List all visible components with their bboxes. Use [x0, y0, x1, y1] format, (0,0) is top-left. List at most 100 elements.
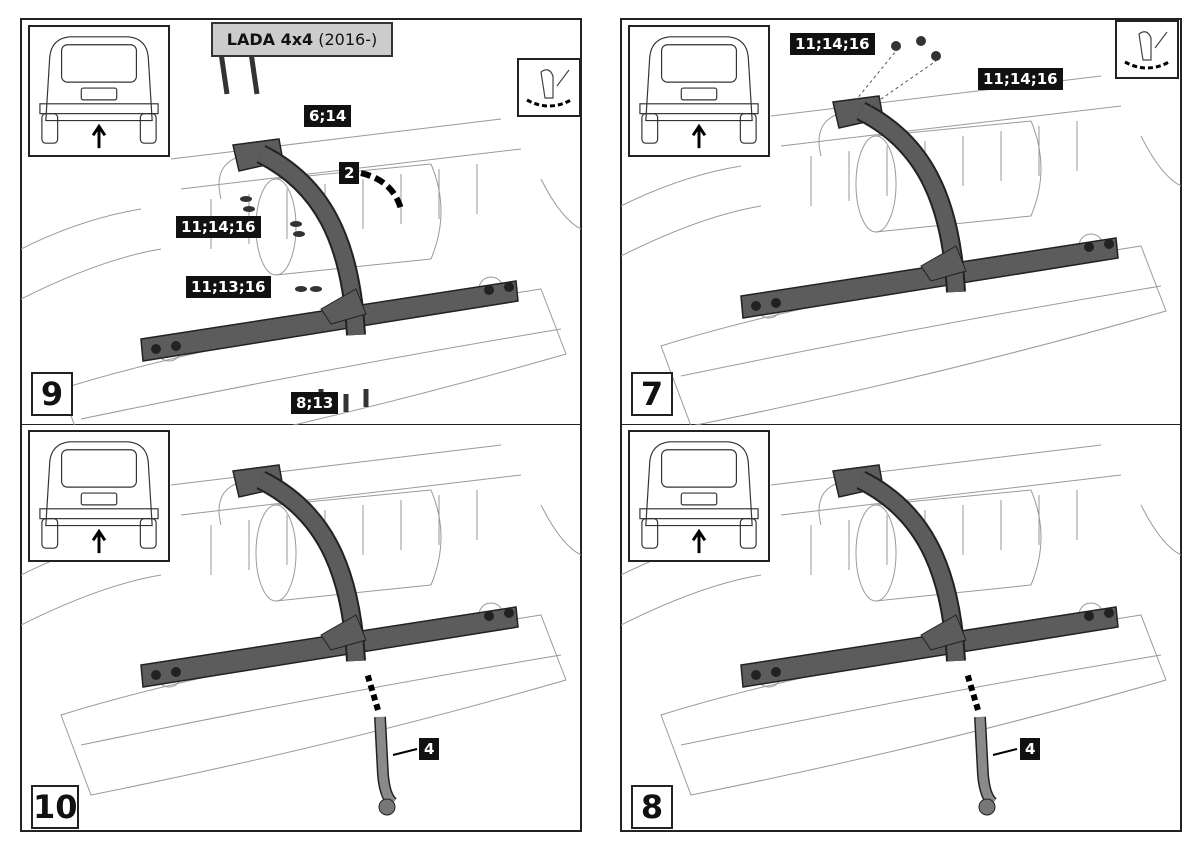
crossbar-bolt [1104, 239, 1114, 249]
part-label-nuts-right: 11;14;16 [978, 68, 1063, 90]
step-7-illustration [621, 36, 1181, 425]
step-number: 9 [31, 372, 73, 416]
rear-bumper [60, 614, 567, 796]
bumper-line [80, 654, 562, 746]
left-wheel [41, 113, 59, 144]
car-body [645, 36, 753, 122]
step-7-panel: 11;14;16 11;14;16 7 [621, 20, 1181, 425]
nut-washer [290, 221, 302, 227]
rear-window [660, 449, 738, 488]
arrow-icon [91, 123, 107, 149]
body-panel-lines [21, 118, 581, 300]
bracket-gusset [320, 614, 367, 651]
step-10-illustration [21, 444, 581, 816]
bracket-gusset [920, 245, 967, 282]
crossbar-bolt [771, 667, 781, 677]
crossbar-bolt [151, 344, 161, 354]
nut-washer [916, 36, 926, 46]
part-label-nuts-lower: 11;13;16 [186, 276, 271, 298]
step-number: 10 [31, 785, 79, 829]
torque-tighten-icon [517, 58, 581, 117]
crossbar-bolt [171, 667, 181, 677]
step-number: 7 [631, 372, 673, 416]
wrench-icon [1154, 31, 1168, 49]
bracket-gusset [920, 614, 967, 651]
step-10-panel: 4 10 [21, 425, 581, 830]
crossbar-bolt [504, 282, 514, 292]
tow-ball [378, 798, 396, 816]
license-plate [680, 87, 718, 101]
nut-washer [293, 231, 305, 237]
part-label-ball-mount: 4 [1020, 738, 1041, 760]
part-label-bolts: 6;14 [304, 105, 352, 127]
crossbar-bolt [751, 301, 761, 311]
right-wheel [139, 518, 157, 549]
tow-ball [978, 798, 996, 816]
step-9-panel: LADA 4x4 (2016-) 6;14 2 11;14;16 11;13;1… [21, 20, 581, 425]
step-8-panel: 4 8 [621, 425, 1181, 830]
vehicle-years: (2016-) [318, 30, 378, 49]
hand-icon [540, 69, 554, 99]
underbody-group [621, 444, 1181, 816]
car-rear-thumbnail [628, 25, 770, 157]
right-wheel [139, 113, 157, 144]
bumper-line [80, 328, 562, 420]
part-label-bottom-bolts: 8;13 [291, 392, 339, 414]
body-panel-lines [621, 75, 1181, 257]
part-label-bracket: 2 [339, 162, 360, 184]
car-rear-thumbnail [28, 430, 170, 562]
underbody-group [621, 36, 1181, 425]
crossbar-bolt [151, 670, 161, 680]
bumper-line [680, 285, 1162, 377]
hand-icon [1138, 31, 1152, 61]
arrow-icon [91, 528, 107, 554]
car-rear-thumbnail [628, 430, 770, 562]
rear-window [60, 449, 138, 488]
rear-bumper [39, 508, 159, 520]
vehicle-model: LADA 4x4 [226, 30, 314, 49]
torque-tighten-icon [1115, 20, 1179, 79]
rotate-arrow-icon [526, 98, 572, 108]
left-wheel [641, 113, 659, 144]
rear-window [660, 44, 738, 83]
assembly-guide-line [850, 50, 937, 107]
right-wheel [739, 518, 757, 549]
rear-bumper [639, 508, 759, 520]
rear-bumper [39, 103, 159, 115]
muffler-end [855, 504, 897, 602]
label-leader [992, 748, 1018, 756]
insert-arrow-icon [364, 672, 381, 711]
rear-bumper [660, 245, 1167, 425]
crossbar-bolt [1104, 608, 1114, 618]
crossbar-bolt [1084, 611, 1094, 621]
muffler-end [855, 135, 897, 233]
bracket-gusset [320, 288, 367, 325]
crossbar-bolt [771, 298, 781, 308]
nut-washer [891, 41, 901, 51]
part-label-ball-mount: 4 [419, 738, 440, 760]
car-rear-thumbnail [28, 25, 170, 157]
right-wheel [739, 113, 757, 144]
nut-washer [295, 286, 307, 292]
muffler-end [255, 178, 297, 276]
car-body [45, 441, 153, 527]
rear-bumper [660, 614, 1167, 796]
bumper-line [680, 654, 1162, 746]
wrench-icon [556, 69, 570, 87]
rear-bumper [60, 288, 567, 425]
part-label-nuts-upper: 11;14;16 [176, 216, 261, 238]
car-body [45, 36, 153, 122]
left-wheel [41, 518, 59, 549]
rear-bumper [639, 103, 759, 115]
rotate-arrow-icon [1124, 60, 1170, 70]
crossbar-bolt [751, 670, 761, 680]
license-plate [80, 87, 118, 101]
arrow-icon [691, 123, 707, 149]
crossbar-bolt [1084, 242, 1094, 252]
rear-window [60, 44, 138, 83]
step-number: 8 [631, 785, 673, 829]
vehicle-title: LADA 4x4 (2016-) [211, 22, 393, 57]
right-divider [620, 424, 1180, 425]
muffler-end [255, 504, 297, 602]
part-label-nuts-left: 11;14;16 [790, 33, 875, 55]
